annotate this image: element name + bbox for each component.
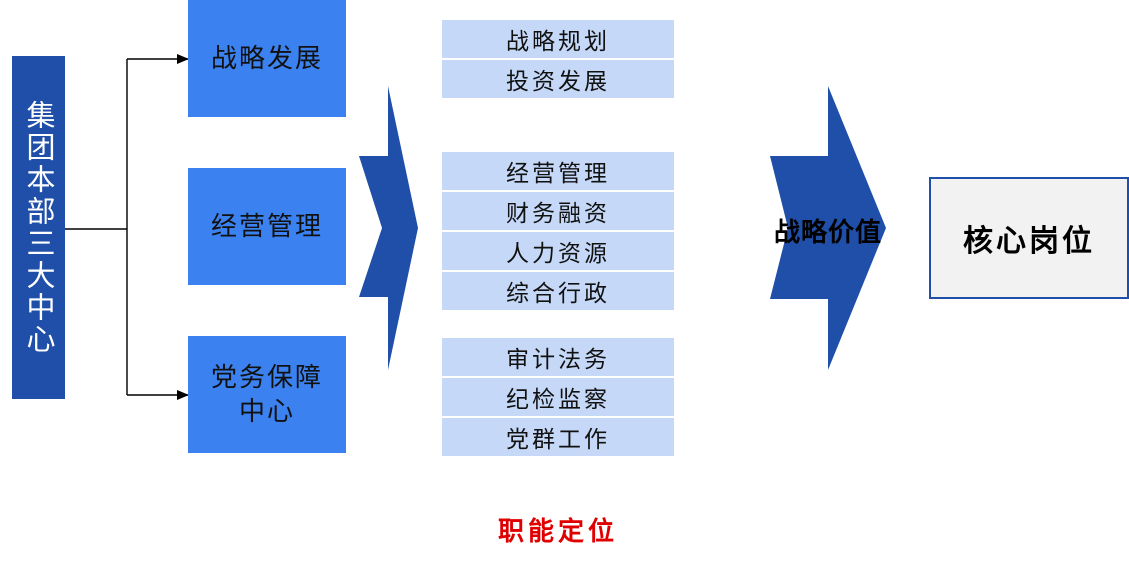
center-party-affairs-support: 党务保障中心 bbox=[188, 336, 346, 453]
function-item: 经营管理 bbox=[442, 152, 674, 190]
function-item: 审计法务 bbox=[442, 338, 674, 376]
core-positions-box: 核心岗位 bbox=[929, 177, 1129, 299]
group-hq-three-centers: 集团本部三大中心 bbox=[12, 56, 65, 399]
function-item: 战略规划 bbox=[442, 20, 674, 58]
function-item: 财务融资 bbox=[442, 192, 674, 230]
chevron-arrow-1 bbox=[359, 86, 418, 370]
function-item: 纪检监察 bbox=[442, 378, 674, 416]
function-positioning-caption: 职能定位 bbox=[497, 516, 618, 547]
center-strategy-development: 战略发展 bbox=[188, 0, 346, 117]
chevron-arrow-2 bbox=[770, 86, 886, 370]
center-operations-management: 经营管理 bbox=[188, 168, 346, 285]
strategic-value-label: 战略价值 bbox=[773, 217, 882, 248]
function-item: 投资发展 bbox=[442, 60, 674, 98]
function-item: 人力资源 bbox=[442, 232, 674, 270]
function-item: 综合行政 bbox=[442, 272, 674, 310]
function-item: 党群工作 bbox=[442, 418, 674, 456]
